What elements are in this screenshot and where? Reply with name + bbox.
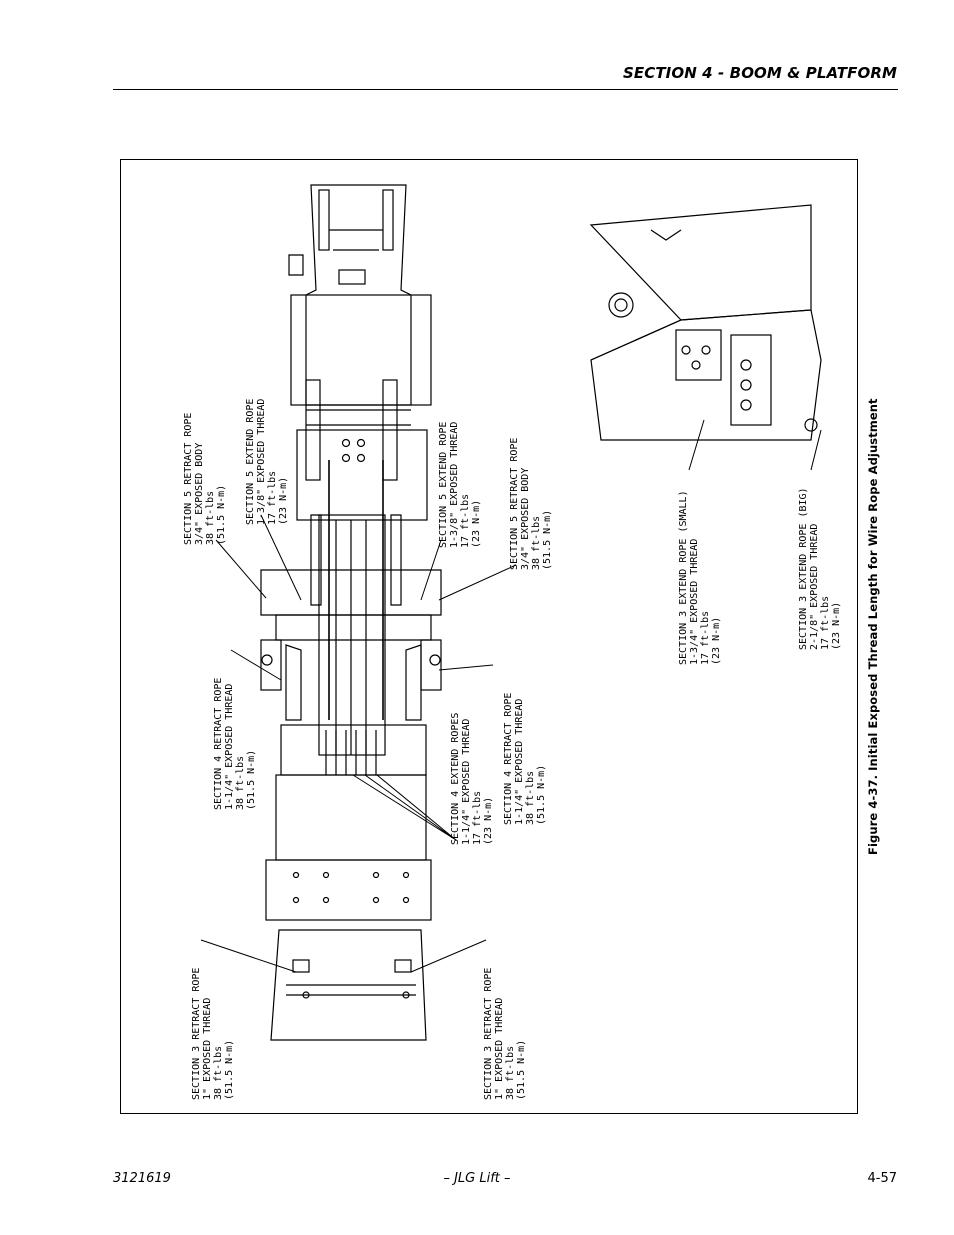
svg-text:17 ft-lbs: 17 ft-lbs <box>472 791 483 845</box>
svg-text:(51.5 N-m): (51.5 N-m) <box>216 485 227 545</box>
callout-sec3-extend-small: SECTION 3 EXTEND ROPE (SMALL)1-3/4" EXPO… <box>678 490 722 665</box>
svg-text:1-1/4" EXPOSED THREAD: 1-1/4" EXPOSED THREAD <box>461 719 472 845</box>
leader-lines <box>200 419 822 973</box>
svg-text:1" EXPOSED THREAD: 1" EXPOSED THREAD <box>494 998 505 1100</box>
svg-text:SECTION 5 EXTEND ROPE: SECTION 5 EXTEND ROPE <box>245 399 256 525</box>
svg-text:1-1/4" EXPOSED THREAD: 1-1/4" EXPOSED THREAD <box>514 699 525 825</box>
svg-text:1-3/8" EXPOSED THREAD: 1-3/8" EXPOSED THREAD <box>449 422 460 548</box>
figure-caption: Figure 4-37. Initial Exposed Thread Leng… <box>866 398 880 855</box>
svg-text:17 ft-lbs: 17 ft-lbs <box>267 471 278 525</box>
svg-text:38 ft-lbs: 38 ft-lbs <box>235 756 246 810</box>
page-number: 4-57 <box>867 1171 897 1186</box>
svg-text:1-1/4" EXPOSED THREAD: 1-1/4" EXPOSED THREAD <box>224 684 235 810</box>
svg-text:SECTION 3 RETRACT ROPE: SECTION 3 RETRACT ROPE <box>191 968 202 1100</box>
svg-text:38 ft-lbs: 38 ft-lbs <box>531 516 542 570</box>
svg-text:38 ft-lbs: 38 ft-lbs <box>525 771 536 825</box>
svg-text:(23 N-m): (23 N-m) <box>831 602 842 650</box>
section-title: SECTION 4 - BOOM & PLATFORM <box>622 64 897 82</box>
svg-text:17 ft-lbs: 17 ft-lbs <box>460 494 471 548</box>
svg-text:(51.5 N-m): (51.5 N-m) <box>536 765 547 825</box>
svg-text:1" EXPOSED THREAD: 1" EXPOSED THREAD <box>202 998 213 1100</box>
svg-text:3/4" EXPOSED BODY: 3/4" EXPOSED BODY <box>194 443 205 545</box>
svg-text:17 ft-lbs: 17 ft-lbs <box>700 611 711 665</box>
svg-text:38 ft-lbs: 38 ft-lbs <box>213 1046 224 1100</box>
document-number: 3121619 <box>113 1171 171 1186</box>
header-divider <box>113 89 898 90</box>
callout-sec3-extend-big: SECTION 3 EXTEND ROPE (BIG)2-1/8" EXPOSE… <box>798 487 842 650</box>
svg-text:(23 N-m): (23 N-m) <box>278 477 289 525</box>
svg-text:SECTION 4 RETRACT ROPE: SECTION 4 RETRACT ROPE <box>503 693 514 825</box>
svg-text:SECTION 4 EXTEND ROPES: SECTION 4 EXTEND ROPES <box>450 713 461 845</box>
svg-text:3/4" EXPOSED BODY: 3/4" EXPOSED BODY <box>520 468 531 570</box>
svg-text:38 ft-lbs: 38 ft-lbs <box>505 1046 516 1100</box>
svg-text:(23 N-m): (23 N-m) <box>483 797 494 845</box>
svg-text:(23 N-m): (23 N-m) <box>471 500 482 548</box>
svg-text:SECTION 4 RETRACT ROPE: SECTION 4 RETRACT ROPE <box>213 678 224 810</box>
svg-text:SECTION 3 EXTEND ROPE (BIG): SECTION 3 EXTEND ROPE (BIG) <box>798 487 809 650</box>
svg-text:SECTION 5 EXTEND ROPE: SECTION 5 EXTEND ROPE <box>438 422 449 548</box>
svg-text:(51.5 N-m): (51.5 N-m) <box>224 1040 235 1100</box>
svg-text:(51.5 N-m): (51.5 N-m) <box>542 510 553 570</box>
footer-brand: – JLG Lift – <box>443 1171 511 1186</box>
svg-text:(23 N-m): (23 N-m) <box>711 617 722 665</box>
svg-text:SECTION 3 EXTEND ROPE (SMALL): SECTION 3 EXTEND ROPE (SMALL) <box>678 490 689 665</box>
svg-text:38 ft-lbs: 38 ft-lbs <box>205 491 216 545</box>
svg-text:1-3/8" EXPOSED THREAD: 1-3/8" EXPOSED THREAD <box>256 399 267 525</box>
svg-text:SECTION 5 RETRACT ROPE: SECTION 5 RETRACT ROPE <box>183 413 194 545</box>
svg-text:1-3/4" EXPOSED THREAD: 1-3/4" EXPOSED THREAD <box>689 539 700 665</box>
svg-text:(51.5 N-m): (51.5 N-m) <box>516 1040 527 1100</box>
svg-text:2-1/8" EXPOSED THREAD: 2-1/8" EXPOSED THREAD <box>809 524 820 650</box>
boom-line-art <box>260 184 822 1041</box>
svg-text:(51.5 N-m): (51.5 N-m) <box>246 750 257 810</box>
svg-text:17 ft-lbs: 17 ft-lbs <box>820 596 831 650</box>
svg-text:SECTION 3 RETRACT ROPE: SECTION 3 RETRACT ROPE <box>483 968 494 1100</box>
svg-text:SECTION 5 RETRACT ROPE: SECTION 5 RETRACT ROPE <box>509 438 520 570</box>
